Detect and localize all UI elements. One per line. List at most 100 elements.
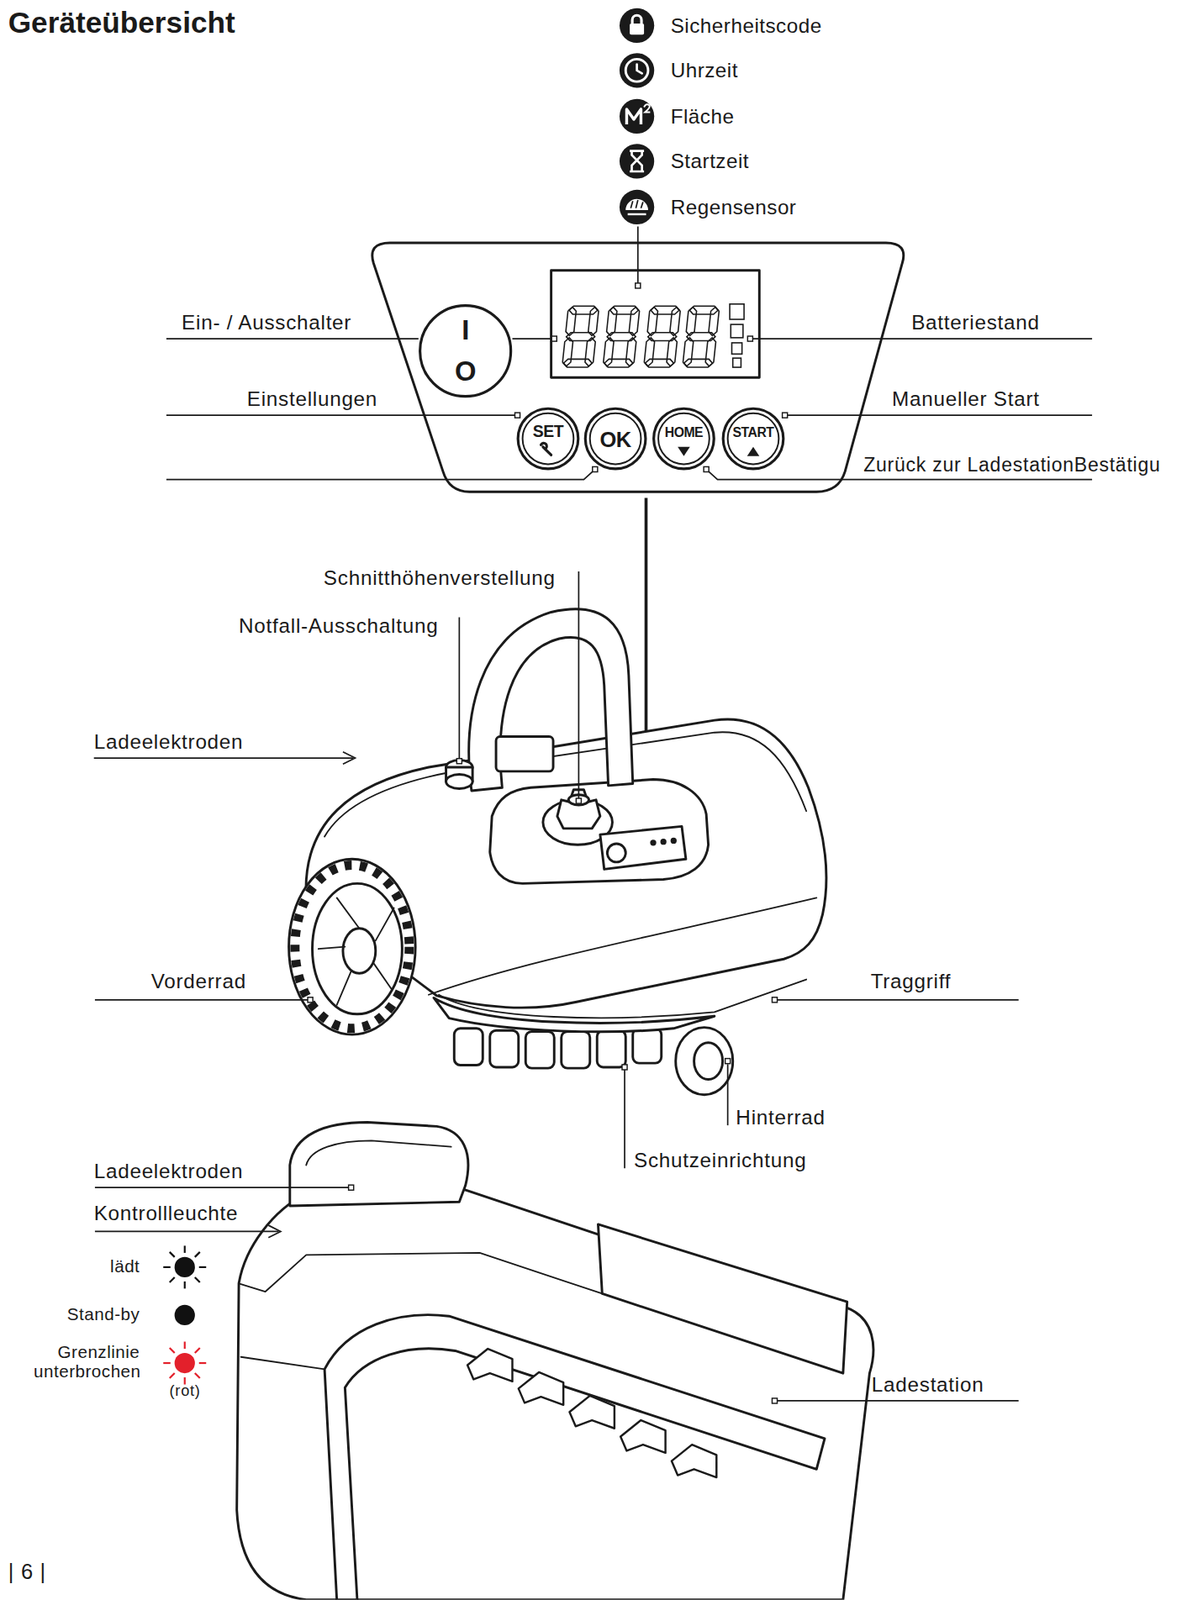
button-ring	[420, 305, 512, 397]
leader-line	[458, 617, 460, 760]
led-ray	[169, 1277, 175, 1283]
arrow-head	[268, 1225, 281, 1239]
carry-handle	[469, 609, 634, 792]
leader-end	[782, 412, 788, 418]
mower-shell-edge	[438, 980, 807, 1019]
led-ray	[195, 1348, 201, 1354]
leader-line	[776, 999, 1019, 1002]
station-plate	[237, 1190, 874, 1600]
button-ring	[590, 413, 642, 465]
led-ray	[169, 1348, 175, 1354]
part-label: Schnitthöhenverstellung	[323, 567, 556, 588]
hourglass-icon	[629, 151, 644, 172]
button-text: I	[461, 316, 470, 345]
mower-top-recess	[490, 780, 709, 885]
guard-teeth	[453, 1028, 661, 1069]
station-tower-edge	[305, 1140, 451, 1166]
part-label: Notfall-Ausschaltung	[238, 615, 438, 636]
lcd-digit	[682, 305, 720, 368]
part-label: Vorderrad	[151, 971, 247, 992]
led-ray	[195, 1252, 201, 1258]
icon-disc	[619, 189, 655, 225]
wheel-tread	[295, 865, 410, 1029]
leader-line	[94, 1187, 349, 1189]
leader-end	[747, 336, 753, 342]
led-ray	[184, 1245, 186, 1253]
wheel-spoke	[318, 897, 395, 1005]
station-tower	[290, 1123, 469, 1208]
ok-button: OK	[583, 406, 647, 470]
station-plate-edge	[241, 1357, 326, 1371]
button-outline	[652, 406, 716, 470]
arrow-up-icon	[747, 447, 760, 457]
station-plate-edge	[238, 1253, 602, 1295]
home-button: HOME	[652, 406, 716, 470]
leader-end	[551, 336, 557, 342]
part-label: Batteriestand	[911, 312, 1040, 333]
part-label: Ladeelektroden	[94, 732, 244, 753]
wheel-rim	[312, 883, 403, 1014]
legend-text: Fläche	[670, 105, 735, 128]
leader-line	[786, 414, 1093, 417]
mower-underside	[433, 997, 715, 1032]
mower-button	[670, 838, 677, 845]
color-note: (rot)	[169, 1382, 201, 1398]
legend-text: lädt	[110, 1258, 140, 1278]
set-button: SET	[516, 406, 580, 470]
guide-chevron	[620, 1420, 665, 1454]
battery-bar	[733, 358, 742, 368]
part-label: Kontrollleuchte	[94, 1202, 239, 1224]
icon-disc	[619, 99, 655, 134]
led-ray	[169, 1373, 175, 1379]
leader-end	[307, 997, 313, 1003]
legend-item	[619, 143, 655, 179]
legend-item	[619, 189, 655, 225]
led-ray	[184, 1342, 186, 1350]
guide-chevron	[671, 1445, 717, 1478]
leader-line	[166, 337, 419, 340]
legend-item	[163, 1342, 206, 1386]
icon-disc	[619, 143, 655, 179]
guide-chevron	[467, 1349, 512, 1383]
button-ring	[517, 408, 579, 470]
leader-end	[703, 466, 709, 472]
leader-end	[622, 1065, 628, 1071]
guard-tooth	[490, 1030, 519, 1068]
guard-tooth	[561, 1031, 591, 1069]
legend-text: Uhrzeit	[670, 58, 739, 82]
part-label: Hinterrad	[735, 1107, 825, 1128]
button-ring	[522, 413, 575, 465]
leader-line	[776, 1400, 1019, 1403]
led-ray	[184, 1281, 186, 1289]
button-ring	[722, 408, 784, 470]
mower-button	[649, 839, 656, 846]
power-switch: IO	[418, 304, 513, 399]
leader-line	[511, 337, 552, 340]
leader-line	[166, 470, 595, 481]
rain-icon	[627, 213, 647, 216]
leader-line	[727, 1064, 729, 1126]
guard-tooth	[633, 1028, 662, 1064]
leader-end	[348, 1185, 354, 1191]
led-ray	[195, 1277, 201, 1283]
button-text: OK	[599, 427, 631, 449]
guard-tooth	[453, 1028, 483, 1066]
mower-panel	[600, 826, 686, 870]
station-wall	[597, 1224, 847, 1374]
leader-line	[637, 226, 639, 285]
leader-end	[771, 997, 777, 1003]
leader-end	[456, 759, 462, 765]
legend-text: Grenzlinie unterbrochen	[33, 1344, 140, 1383]
button-text: START	[732, 425, 774, 439]
part-label: Zurück zur LadestationBestätigu	[863, 454, 1161, 475]
area-icon	[626, 109, 641, 125]
leader-line	[94, 757, 354, 760]
led-swatch	[174, 1305, 196, 1326]
button-text: SET	[532, 423, 564, 440]
mower-switch	[606, 844, 626, 863]
led-swatch	[174, 1257, 196, 1278]
legend-item	[619, 99, 655, 134]
led-swatch	[174, 1353, 196, 1374]
part-label: Manueller Start	[891, 389, 1040, 410]
front-wheel	[289, 859, 417, 1035]
